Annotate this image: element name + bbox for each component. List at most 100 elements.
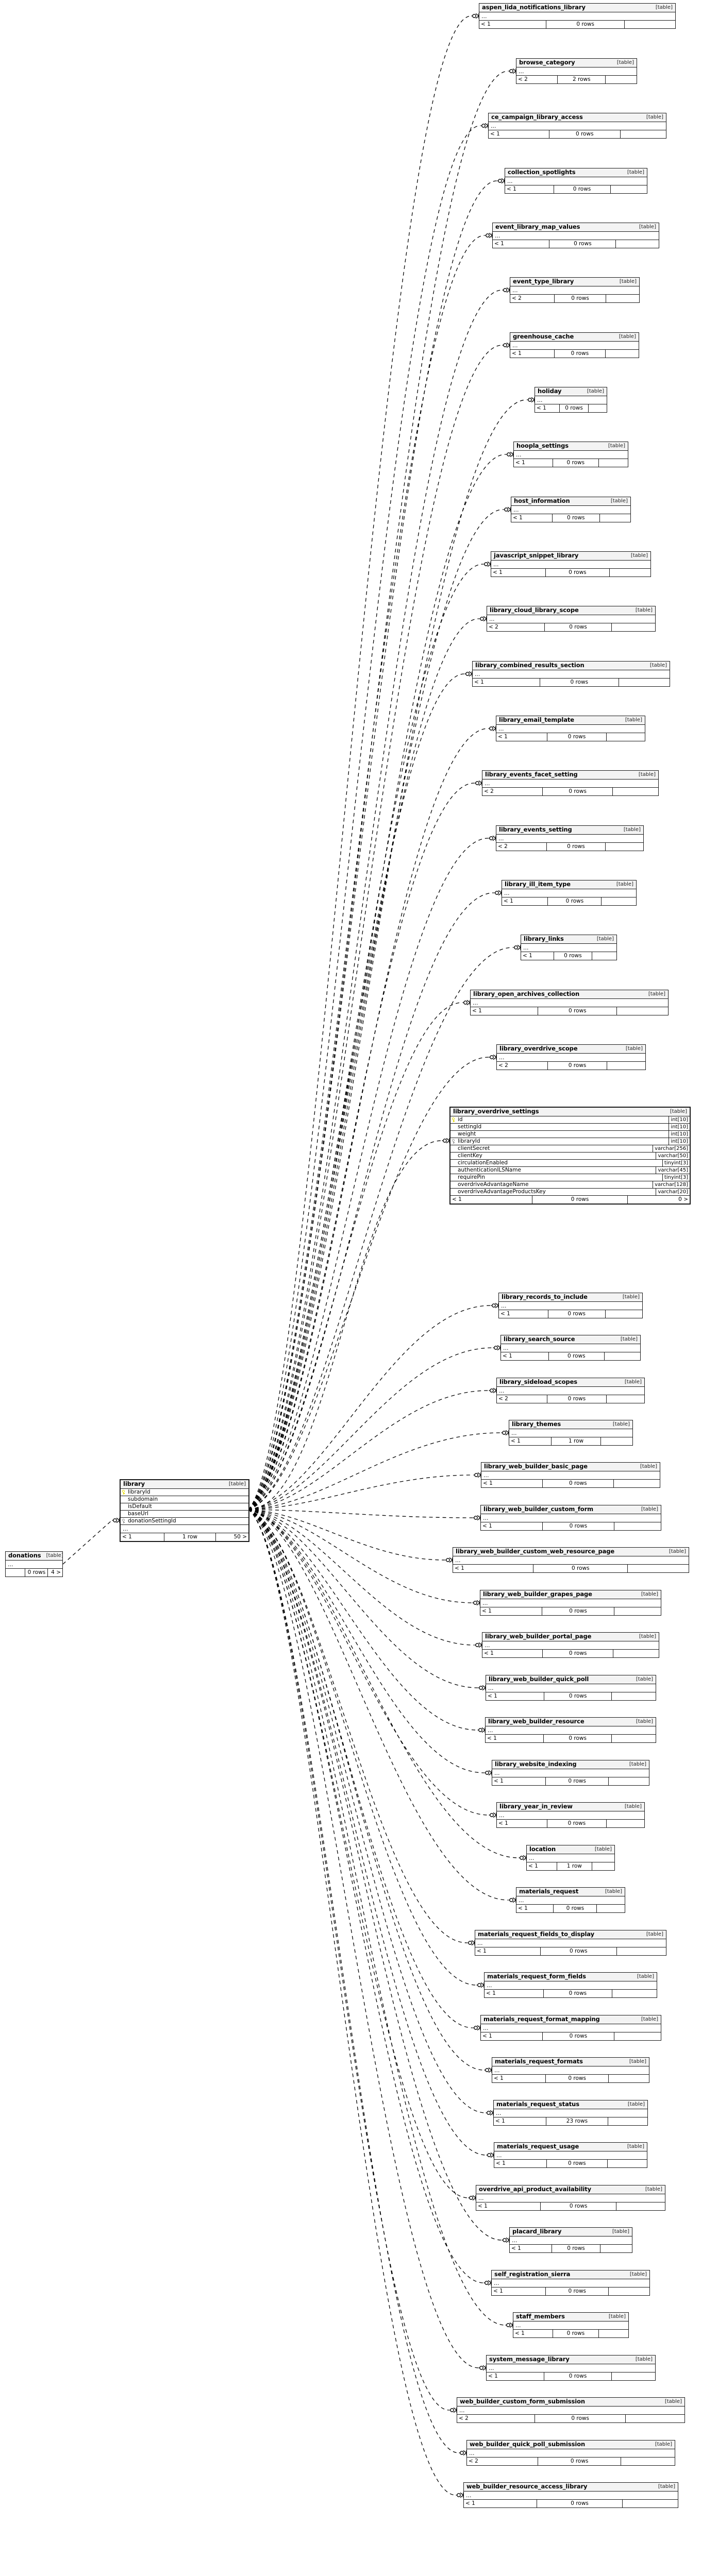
collapsed-columns-ellipsis: ... <box>493 232 659 240</box>
collapsed-columns-ellipsis: ... <box>489 122 666 130</box>
child-degree <box>616 1947 666 1955</box>
table-node[interactable]: library_open_archives_collection[table].… <box>470 990 669 1015</box>
collapsed-columns-ellipsis: ... <box>471 999 668 1007</box>
table-node[interactable]: library_events_facet_setting[table]...< … <box>482 770 659 796</box>
collapsed-columns-ellipsis: ... <box>487 2364 655 2372</box>
table-node[interactable]: library_web_builder_custom_form[table]..… <box>480 1505 661 1531</box>
table-node[interactable]: web_builder_custom_form_submission[table… <box>457 2397 685 2423</box>
table-node[interactable]: library_web_builder_portal_page[table]..… <box>482 1632 659 1658</box>
table-node[interactable]: library_web_builder_custom_web_resource_… <box>453 1547 689 1573</box>
child-degree <box>620 130 666 138</box>
table-node[interactable]: library_web_builder_grapes_page[table]..… <box>480 1590 661 1616</box>
table-header: overdrive_api_product_availability[table… <box>476 2185 665 2194</box>
child-degree <box>614 1607 661 1615</box>
row-count: 0 rows <box>543 1735 611 1742</box>
table-header: library_cloud_library_scope[table] <box>487 606 655 615</box>
table-header: aspen_lida_notifications_library[table] <box>479 4 675 12</box>
table-name: browse_category <box>519 58 575 66</box>
table-node[interactable]: library_web_builder_quick_poll[table]...… <box>486 1675 656 1701</box>
table-node[interactable]: library_cloud_library_scope[table]...< 2… <box>487 606 656 632</box>
column-name: settingId <box>458 1124 482 1130</box>
table-type-tag: [table] <box>636 1718 653 1724</box>
no-key-spacer <box>450 1124 456 1130</box>
table-name: overdrive_api_product_availability <box>479 2185 592 2193</box>
table-node[interactable]: aspen_lida_notifications_library[table].… <box>479 3 676 29</box>
no-key-spacer <box>450 1181 456 1188</box>
table-column-row[interactable]: baseUrl <box>121 1511 248 1518</box>
child-degree <box>613 1480 660 1487</box>
table-node[interactable]: materials_request_format_mapping[table].… <box>480 2015 661 2041</box>
table-name: library_events_facet_setting <box>485 770 578 778</box>
table-node[interactable]: web_builder_quick_poll_submission[table]… <box>466 2440 675 2466</box>
parent-degree: < 1 <box>528 1863 538 1870</box>
parent-degree: < 1 <box>488 2373 498 2380</box>
table-node[interactable]: library_combined_results_section[table].… <box>472 661 670 687</box>
collapsed-columns-ellipsis: ... <box>480 1599 661 1607</box>
row-count: 1 row <box>551 1437 600 1445</box>
table-node[interactable]: library_web_builder_resource[table]...< … <box>485 1717 656 1743</box>
table-column-row[interactable]: subdomain <box>121 1496 248 1503</box>
table-node[interactable]: materials_request_form_fields[table]...<… <box>484 1972 657 1998</box>
table-node[interactable]: web_builder_resource_access_library[tabl… <box>463 2482 678 2508</box>
parent-degree: < 1 <box>483 1480 493 1487</box>
child-degree <box>615 2202 665 2210</box>
child-degree <box>624 21 675 28</box>
table-column-row[interactable]: libraryId <box>121 1489 248 1496</box>
table-node[interactable]: overdrive_api_product_availability[table… <box>476 2185 665 2211</box>
table-node[interactable]: materials_request_fields_to_display[tabl… <box>475 1930 666 1956</box>
table-column-row[interactable]: donationSettingId <box>121 1518 248 1525</box>
table-column-row[interactable]: isDefault <box>121 1503 248 1511</box>
row-count: 0 rows <box>553 952 592 960</box>
table-node[interactable]: library_web_builder_basic_page[table]...… <box>481 1462 660 1488</box>
